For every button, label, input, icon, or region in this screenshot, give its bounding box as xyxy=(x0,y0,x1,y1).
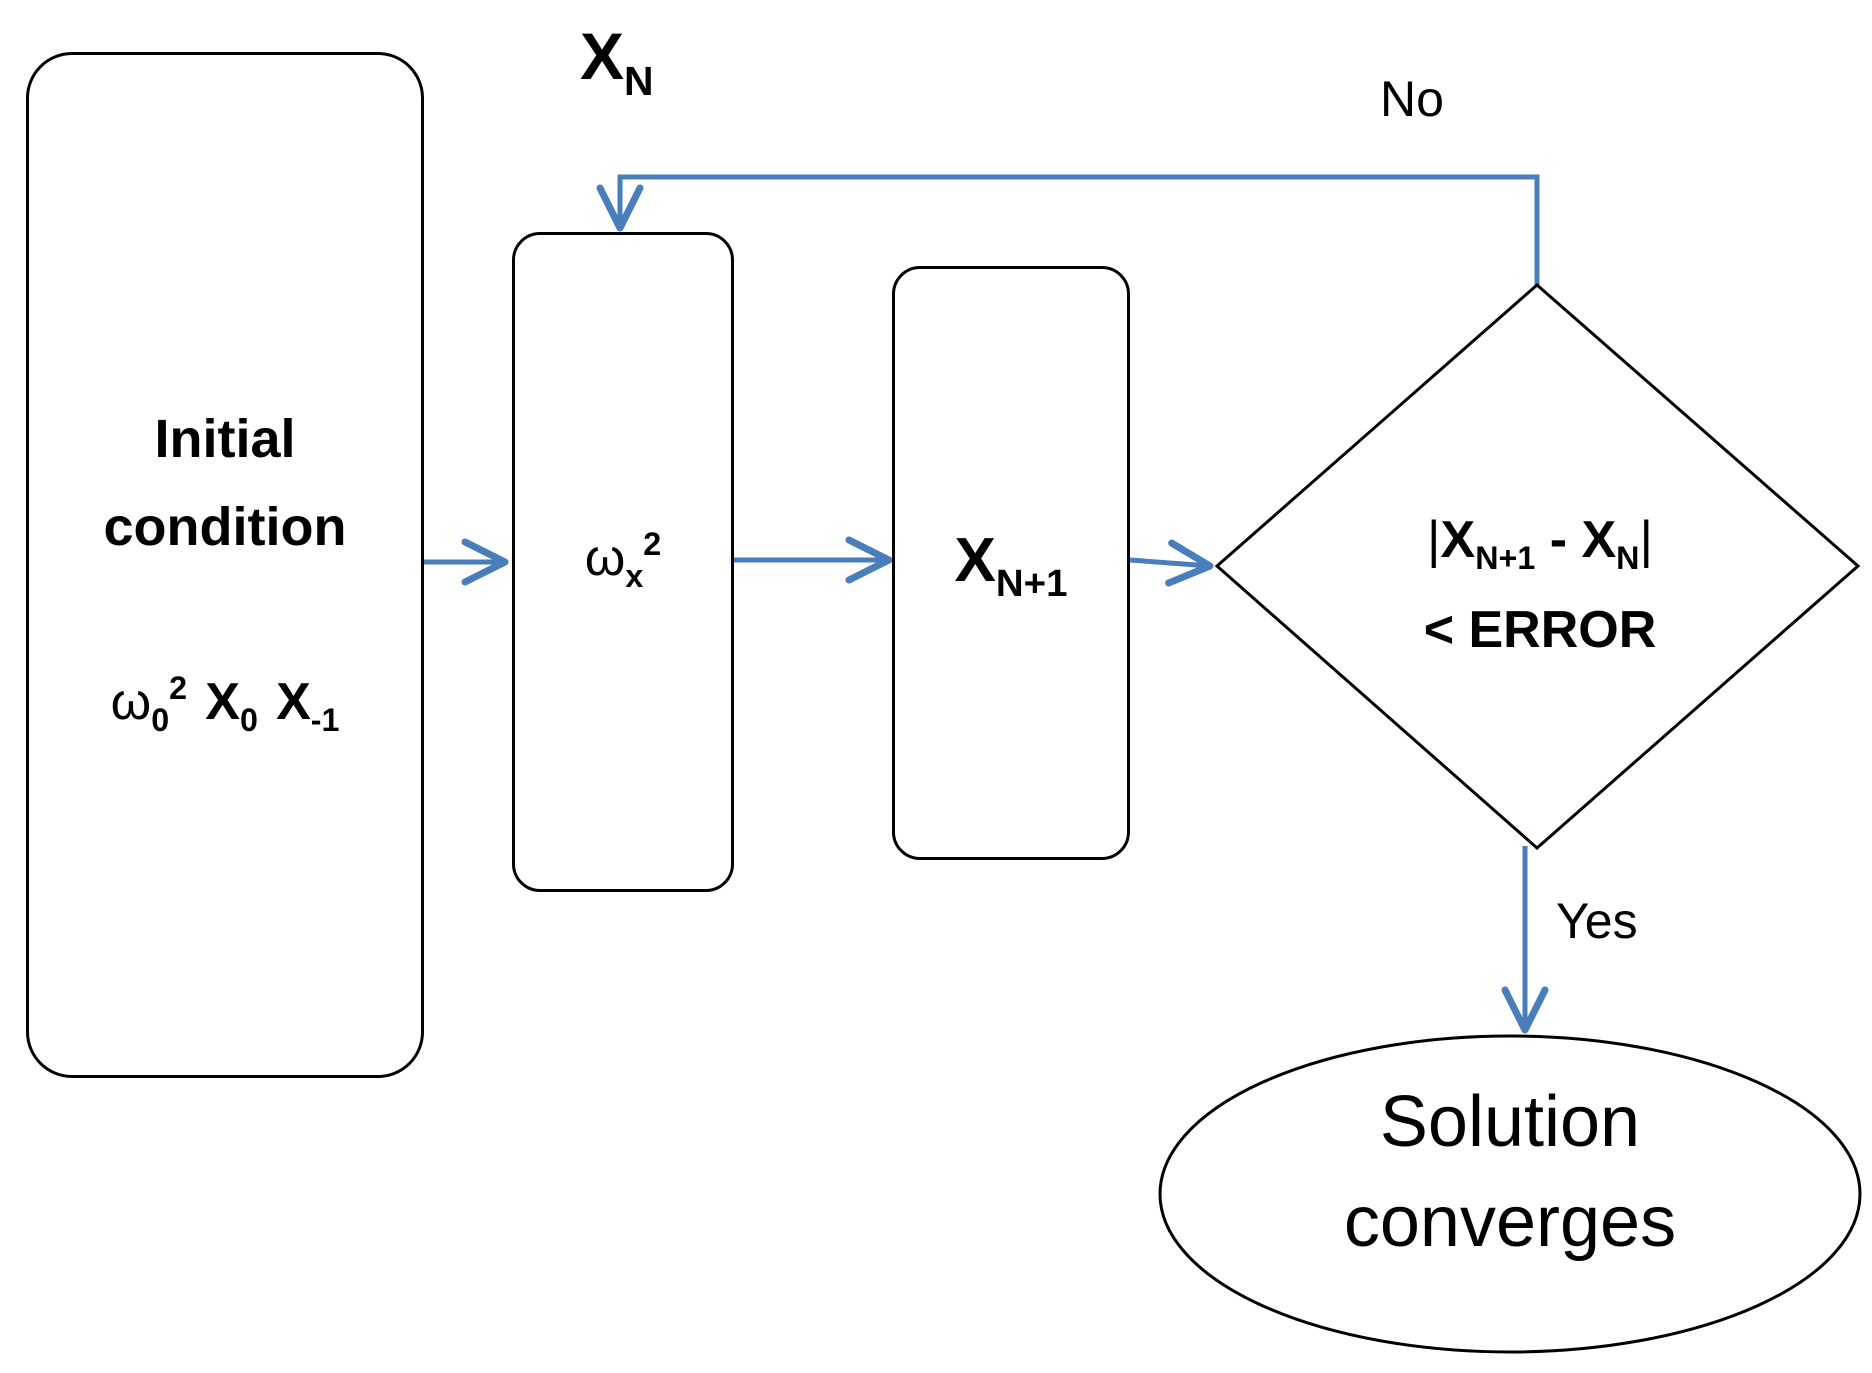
initial-line-1: Initial xyxy=(154,409,296,469)
next-iterate-label: XN+1 xyxy=(892,525,1130,605)
initial-condition-box xyxy=(26,52,424,1078)
branch-no-label: No xyxy=(1380,71,1444,127)
terminal-label: Solution converges xyxy=(1160,1072,1860,1272)
terminal-ellipse xyxy=(1158,1034,1862,1354)
omega-box-label: ωx2 xyxy=(512,526,734,594)
initial-x0-sub: 0 xyxy=(239,702,258,739)
omega-symbol: ω xyxy=(584,529,626,587)
omega-box xyxy=(512,232,734,892)
decision-bar-left: | xyxy=(1427,511,1441,569)
initial-xm1: X xyxy=(276,673,311,731)
next-iterate-box xyxy=(892,266,1130,860)
decision-minus: - xyxy=(1535,511,1582,569)
decision-label: |XN+1 - XN| < ERROR xyxy=(1300,498,1780,672)
initial-xm1-sub: -1 xyxy=(310,702,340,739)
next-sub: N+1 xyxy=(995,561,1068,605)
top-label-xn: XN xyxy=(580,18,654,104)
terminal-line-2: converges xyxy=(1343,1182,1677,1262)
decision-x1-sub: N+1 xyxy=(1475,540,1536,577)
decision-x1: X xyxy=(1440,511,1476,569)
arrow-no-feedback xyxy=(596,174,1540,285)
omega-sub: x xyxy=(625,558,644,595)
initial-x0: X xyxy=(205,673,240,731)
decision-line-1: |XN+1 - XN| xyxy=(1300,498,1780,588)
omega-sup: 2 xyxy=(643,526,662,563)
arrow-next-to-decision xyxy=(1129,539,1214,587)
branch-yes-label: Yes xyxy=(1556,893,1638,949)
initial-condition-title: Initial condition xyxy=(26,395,424,571)
top-label-sub: N xyxy=(624,57,654,104)
next-main: X xyxy=(954,526,996,595)
top-label-main: X xyxy=(580,19,625,93)
decision-x2-sub: N xyxy=(1616,540,1640,577)
decision-x2: X xyxy=(1581,511,1617,569)
decision-diamond xyxy=(1214,283,1861,850)
terminal-line-1: Solution xyxy=(1379,1082,1641,1162)
decision-line-2: < ERROR xyxy=(1423,601,1657,659)
initial-omega-sub: 0 xyxy=(151,702,170,739)
initial-omega: ω xyxy=(110,673,152,731)
initial-omega-sup: 2 xyxy=(169,670,188,707)
initial-line-2: condition xyxy=(103,497,347,557)
decision-bar-right: | xyxy=(1639,511,1653,569)
